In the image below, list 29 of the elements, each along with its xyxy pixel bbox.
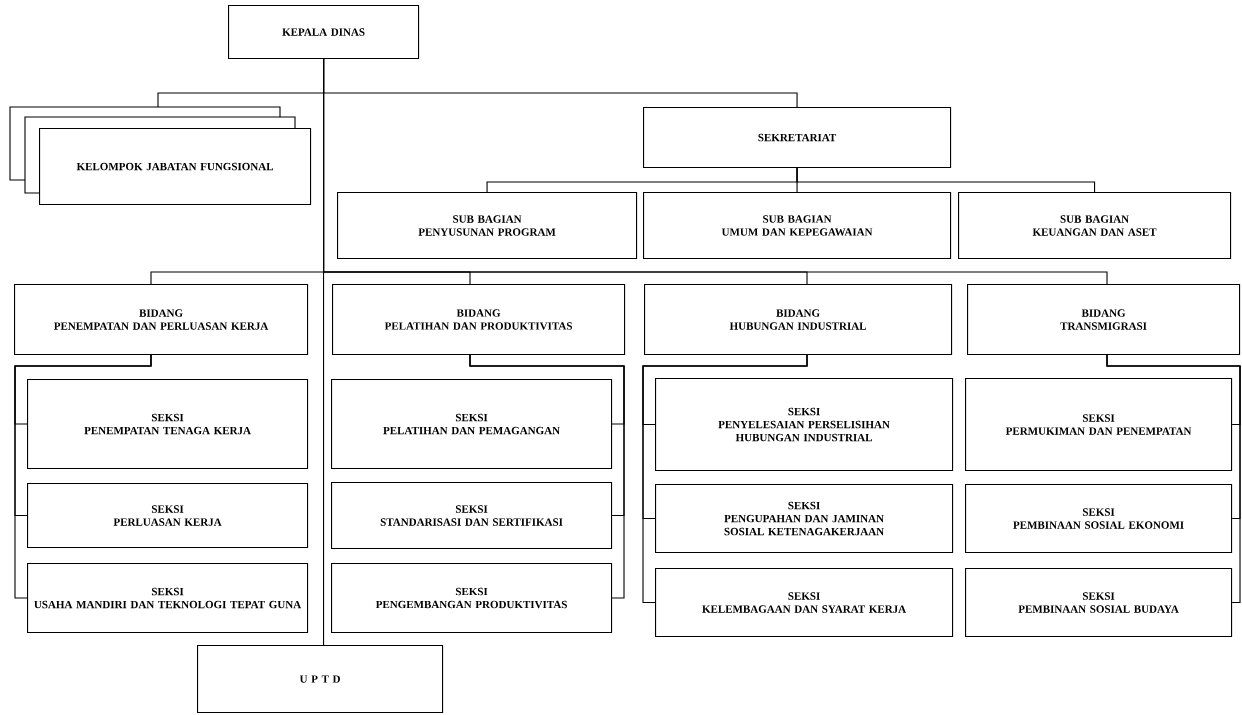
connector-line bbox=[323, 58, 325, 646]
org-box: SEKSI PEMBINAAN SOSIAL BUDAYA bbox=[965, 568, 1233, 638]
org-box: U P T D bbox=[197, 645, 444, 714]
org-box: BIDANG HUBUNGAN INDUSTRIAL bbox=[644, 284, 953, 356]
org-box: SEKSI KELEMBAGAAN DAN SYARAT KERJA bbox=[655, 568, 954, 638]
org-box: SEKSI PENGEMBANGAN PRODUKTIVITAS bbox=[331, 563, 613, 634]
org-box: SEKSI STANDARISASI DAN SERTIFIKASI bbox=[331, 482, 613, 550]
org-box: SEKSI PENYELESAIAN PERSELISIHAN HUBUNGAN INDUSTRIAL bbox=[655, 378, 954, 472]
connector-line bbox=[469, 353, 625, 599]
org-box: SEKSI PERLUASAN KERJA bbox=[27, 483, 309, 549]
org-box: BIDANG PENEMPATAN DAN PERLUASAN KERJA bbox=[14, 284, 309, 356]
org-box: SEKSI PERMUKIMAN DAN PENEMPATAN bbox=[965, 378, 1233, 472]
org-box: SEKRETARIAT bbox=[643, 107, 952, 169]
org-box: SUB BAGIAN UMUM DAN KEPEGAWAIAN bbox=[643, 192, 952, 260]
connector-line bbox=[642, 353, 808, 604]
org-box: KEPALA DINAS bbox=[228, 5, 420, 60]
connector-line bbox=[1106, 353, 1241, 604]
org-box: SEKSI PELATIHAN DAN PEMAGANGAN bbox=[331, 379, 613, 470]
org-box: BIDANG PELATIHAN DAN PRODUKTIVITAS bbox=[332, 284, 626, 356]
stacked-boxes: KELOMPOK JABATAN FUNGSIONAL bbox=[9, 106, 312, 206]
connector-line bbox=[14, 353, 152, 599]
connector-line bbox=[796, 167, 1096, 193]
org-box: SEKSI PENGUPAHAN DAN JAMINAN SOSIAL KETENAGAKERJAAN bbox=[655, 484, 954, 554]
org-box: SEKSI PENEMPATAN TENAGA KERJA bbox=[27, 379, 309, 470]
org-box: SEKSI PEMBINAAN SOSIAL EKONOMI bbox=[965, 484, 1233, 554]
org-box: SUB BAGIAN KEUANGAN DAN ASET bbox=[958, 192, 1232, 260]
org-box: SEKSI USAHA MANDIRI DAN TEKNOLOGI TEPAT GUNA bbox=[27, 563, 309, 634]
org-box: BIDANG TRANSMIGRASI bbox=[967, 284, 1241, 356]
org-box: SUB BAGIAN PENYUSUNAN PROGRAM bbox=[337, 192, 638, 260]
